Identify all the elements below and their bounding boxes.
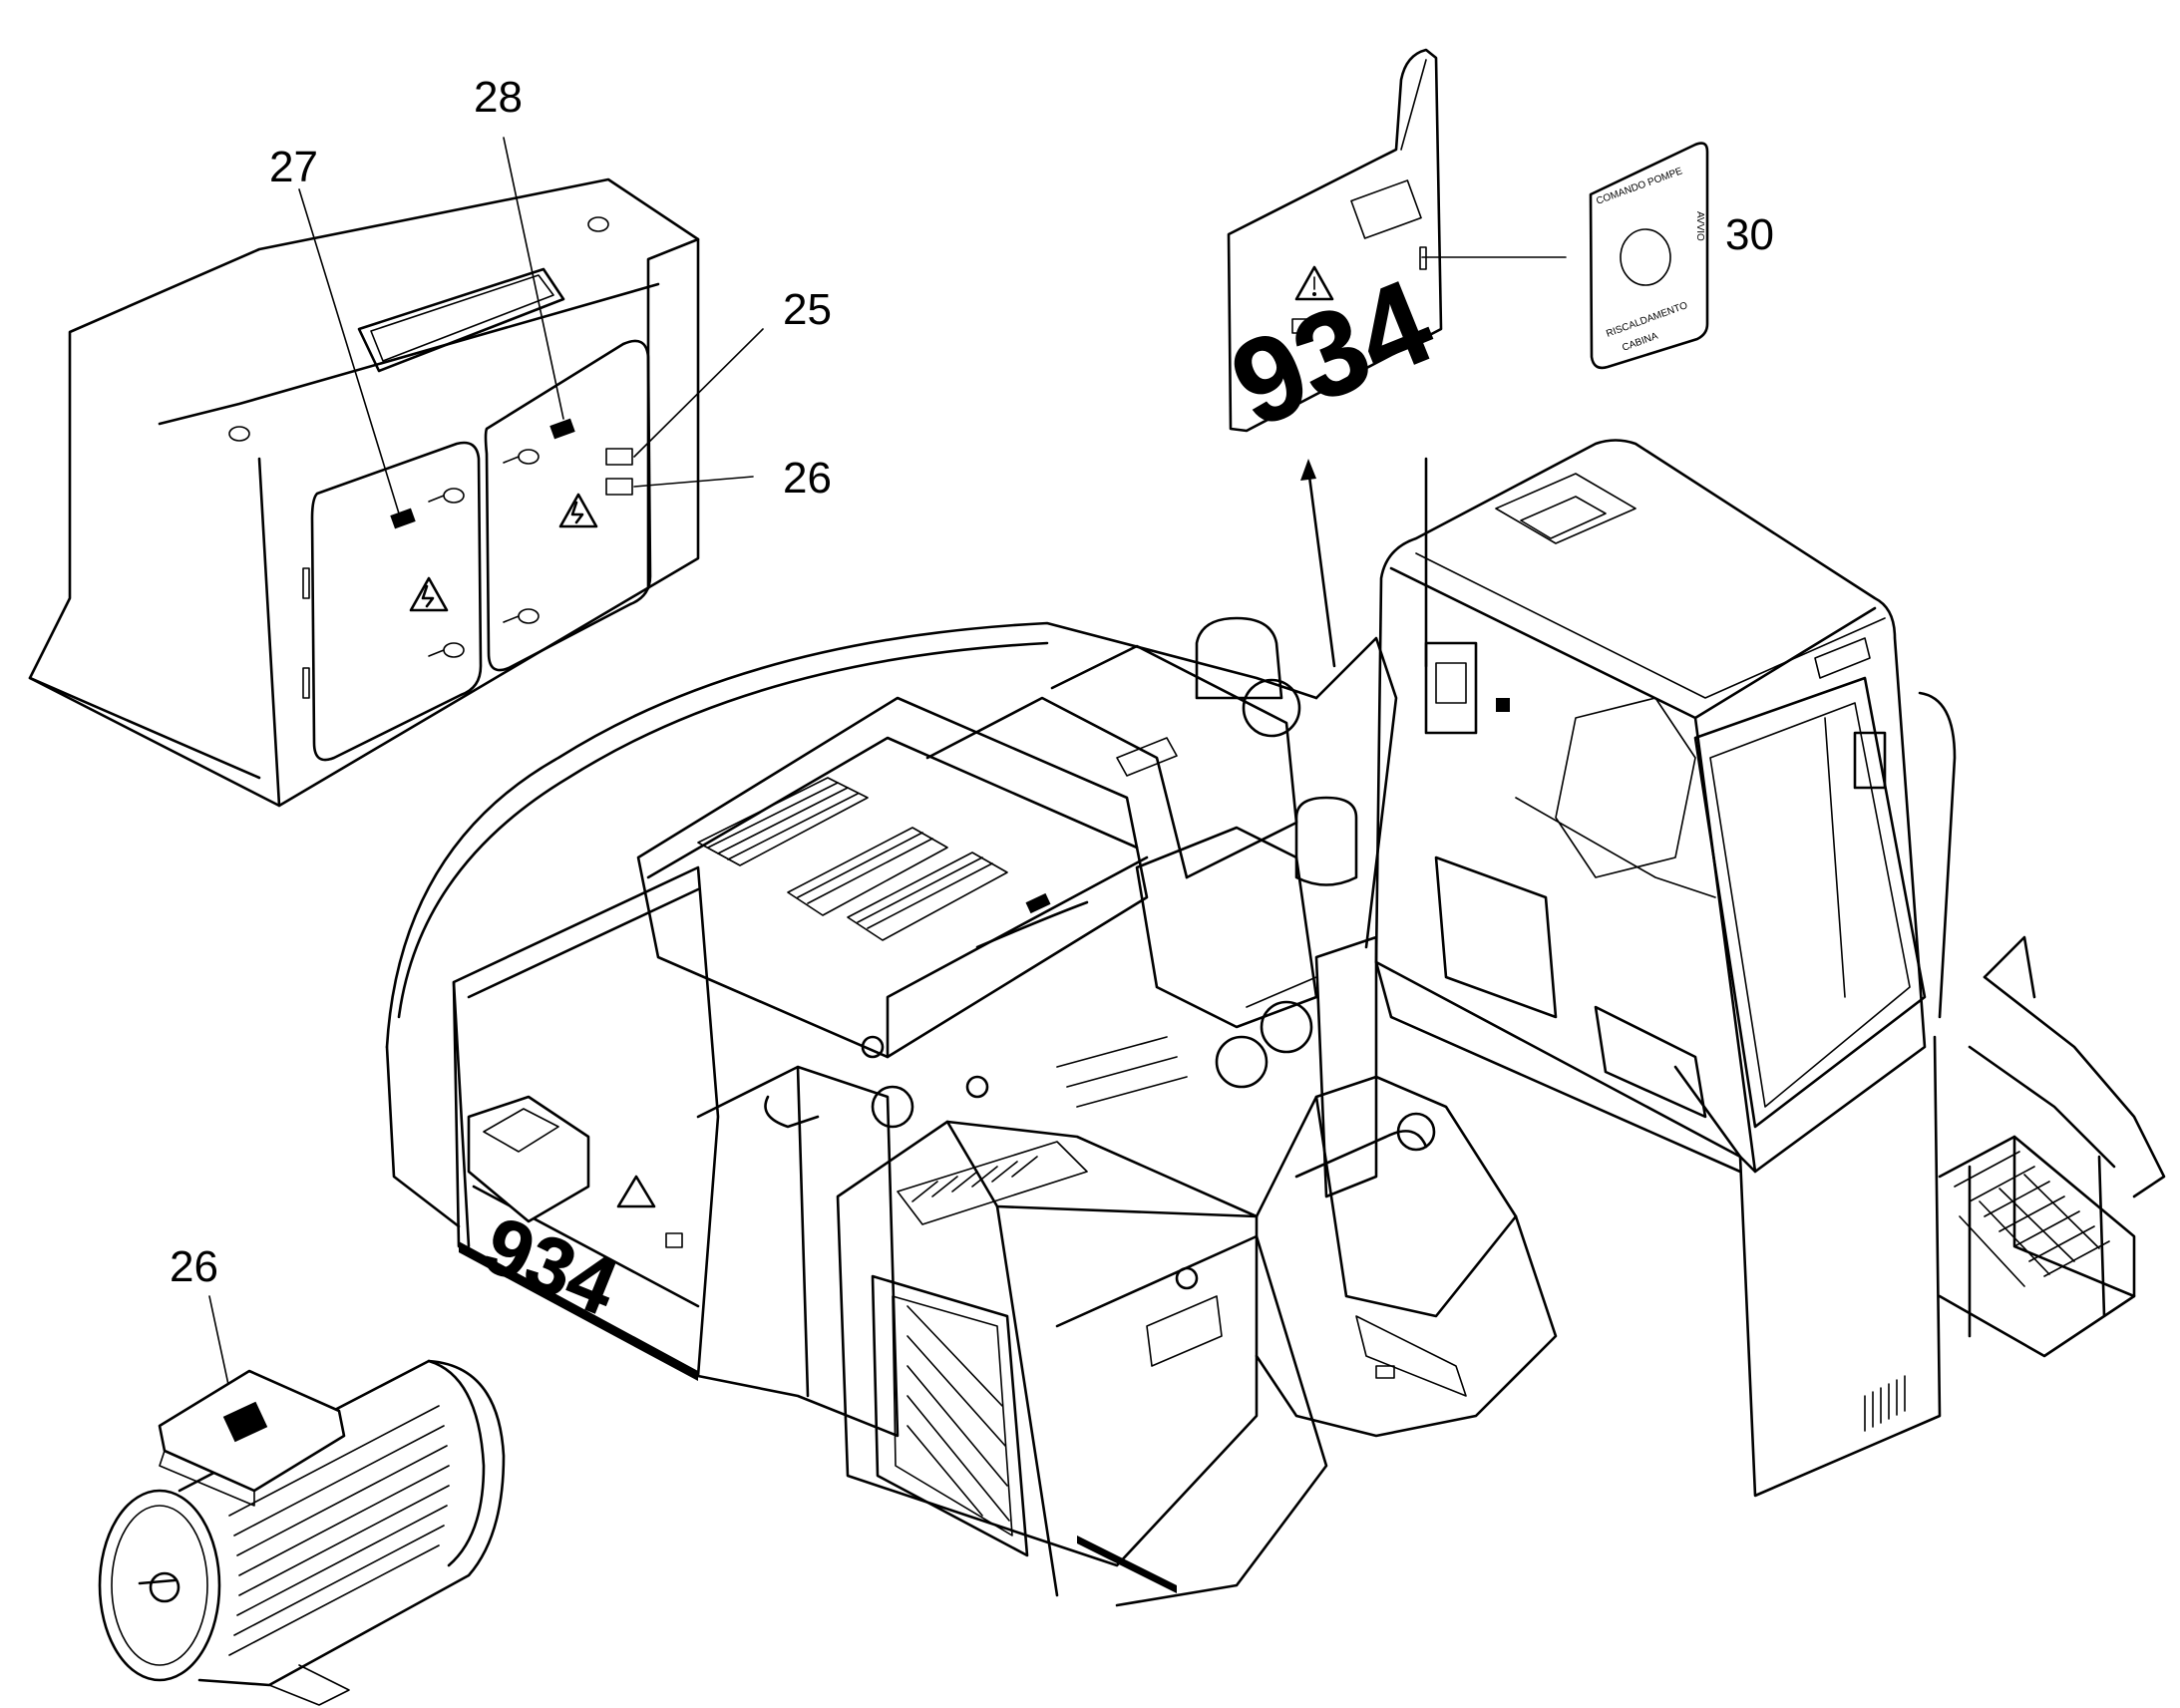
decal-30: COMANDO POMPE RISCALDAMENTO CABINA AVVIO	[1589, 142, 1709, 370]
decal-30-side: AVVIO	[1694, 211, 1705, 241]
callout-30: 30	[1725, 210, 1774, 259]
electric-hazard-icon	[558, 493, 598, 528]
callout-25: 25	[783, 285, 832, 334]
side-panel-decal: 934	[1214, 48, 1450, 454]
decal-30-line3: CABINA	[1621, 331, 1659, 354]
electrical-cabinet	[28, 177, 700, 808]
electric-motor	[98, 1359, 506, 1706]
callout-26-motor: 26	[170, 1242, 218, 1291]
operator-cab	[1374, 439, 1957, 1498]
guard-panel	[1246, 935, 1378, 1198]
callout-27: 27	[269, 143, 318, 191]
machine-body: 934	[385, 616, 1558, 1607]
callout-28: 28	[474, 73, 523, 122]
walkway-railing	[1938, 935, 2166, 1358]
model-934-decal: 934	[1215, 254, 1450, 453]
electric-hazard-icon	[409, 576, 449, 612]
callout-numbers: 27 28 25 26 30 26	[170, 73, 1774, 1291]
callout-26: 26	[783, 454, 832, 503]
